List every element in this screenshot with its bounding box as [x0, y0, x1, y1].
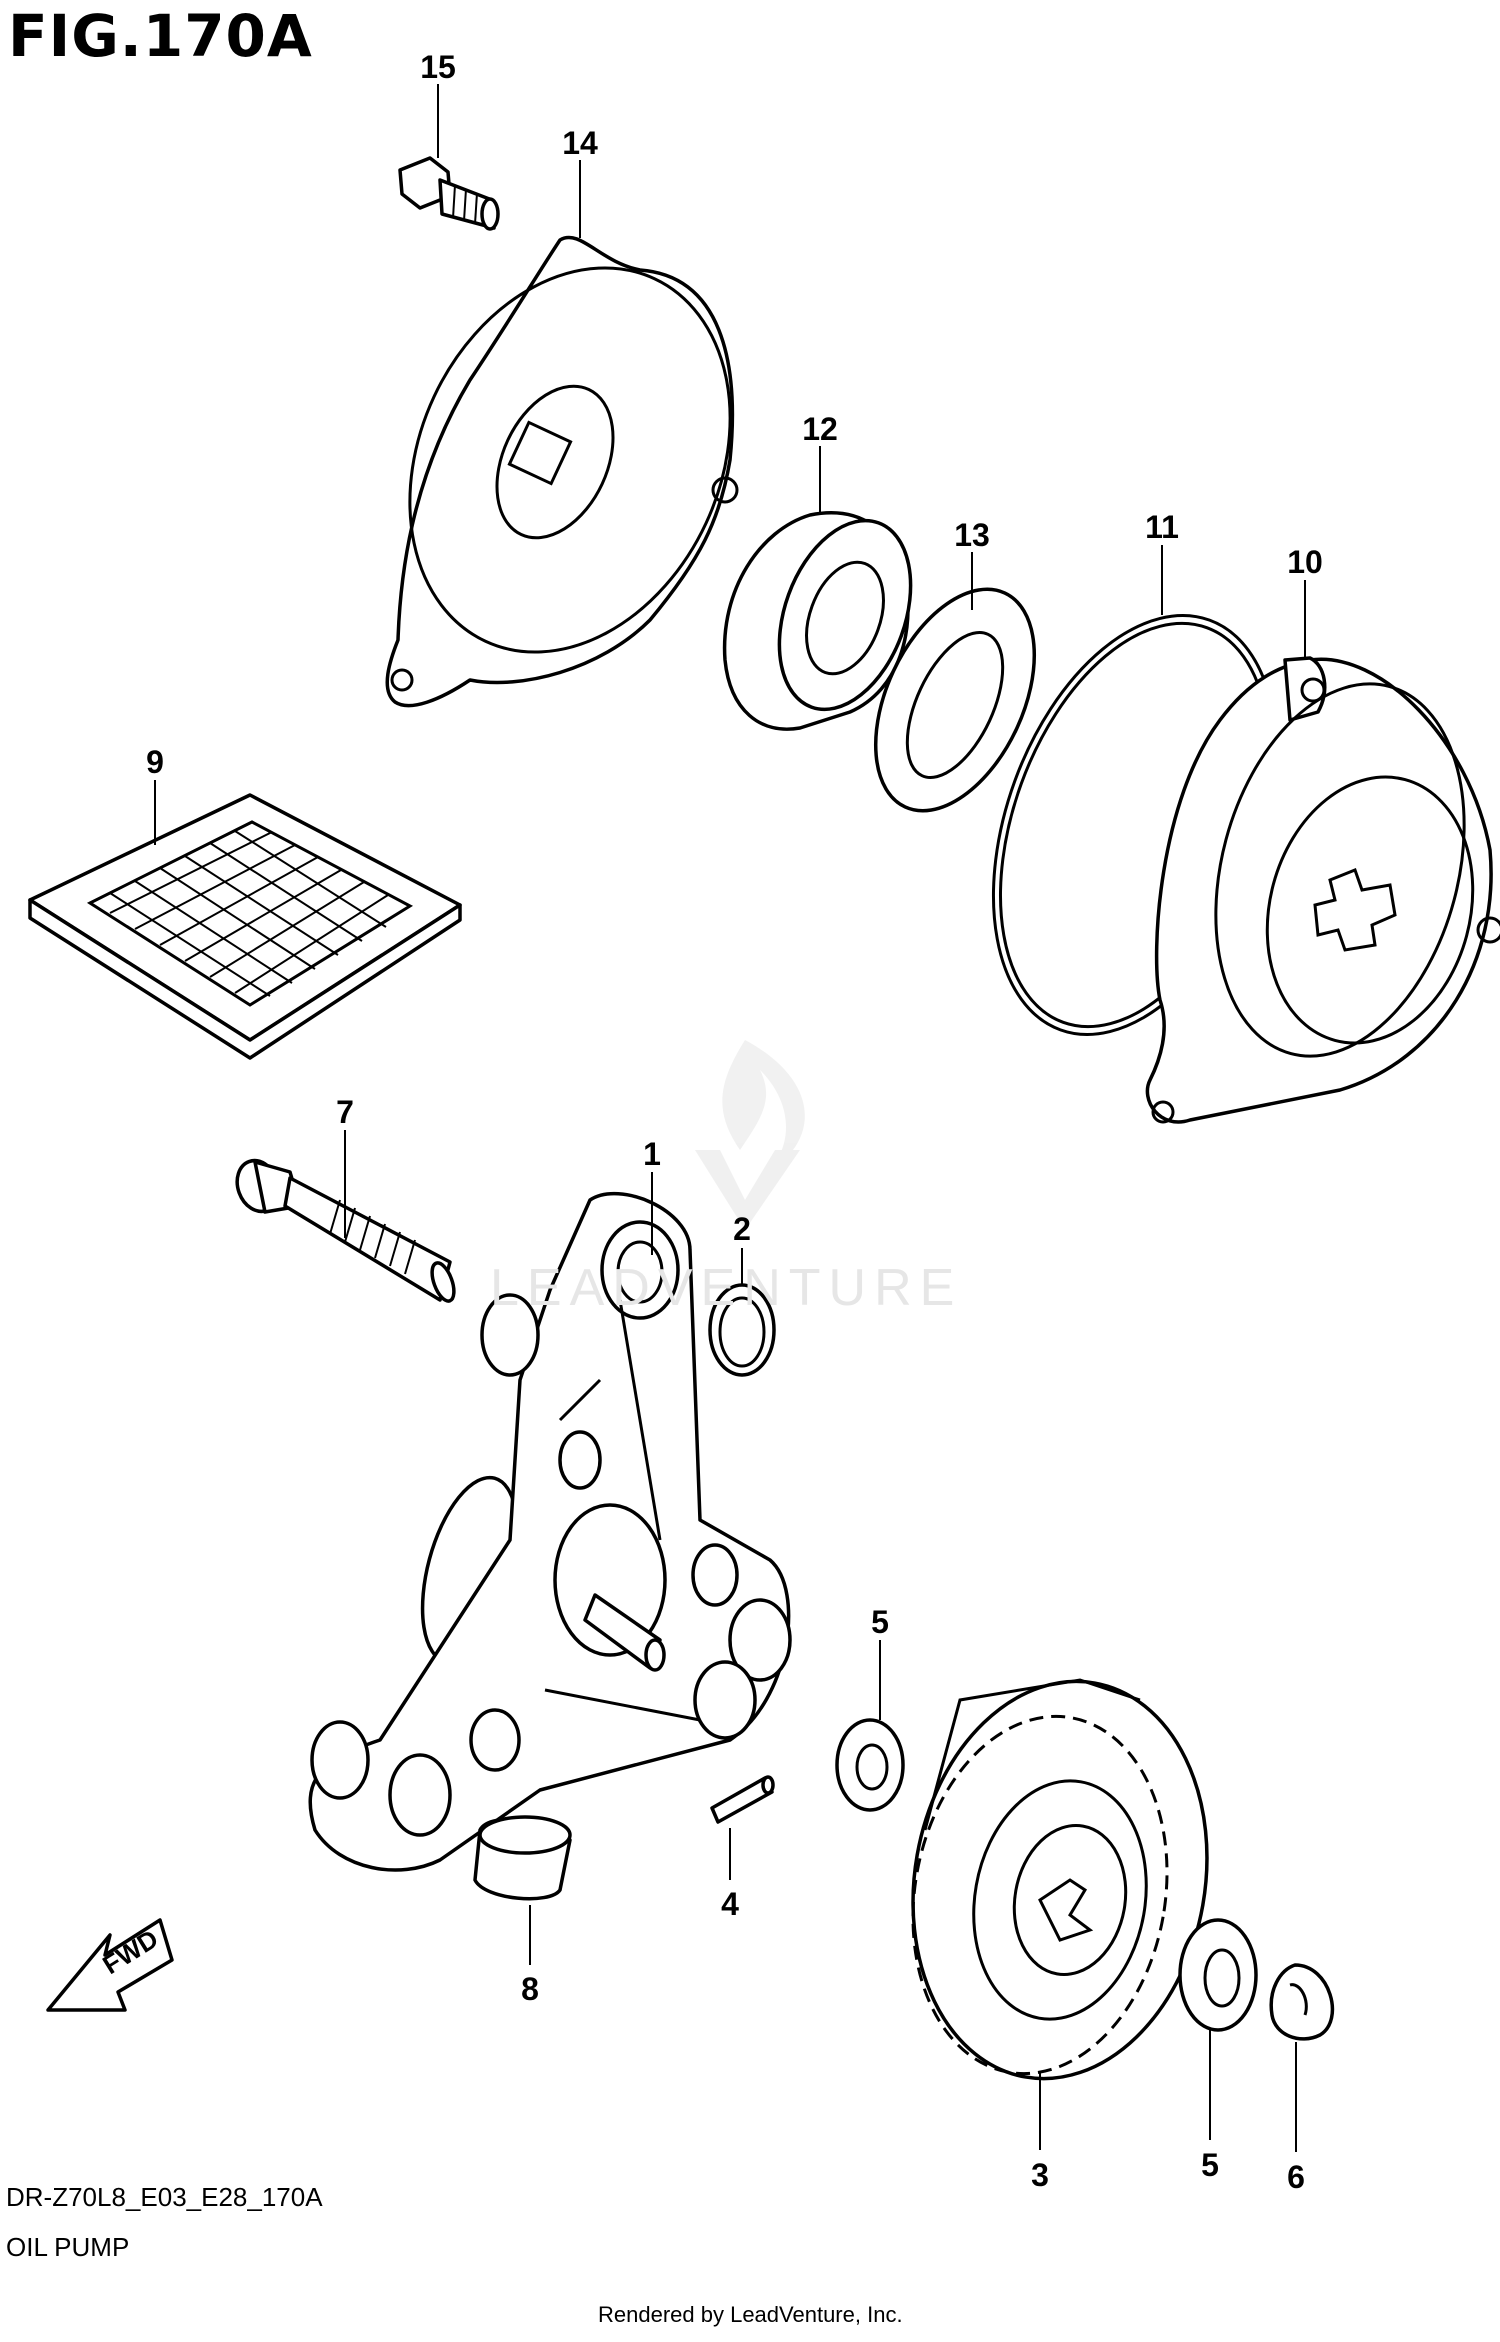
callout-1: 1: [643, 1136, 661, 1172]
part-12-oil-seal: [722, 511, 913, 731]
callout-7: 7: [336, 1094, 354, 1130]
part-4-pin: [710, 1775, 775, 1824]
part-13-washer: [873, 587, 1037, 813]
callout-3: 3: [1031, 2157, 1049, 2193]
callout-12: 12: [802, 411, 838, 447]
callout-15: 15: [420, 49, 456, 85]
part-6-e-clip: [1269, 1963, 1335, 2041]
part-9-strainer: [28, 793, 462, 1060]
callout-4: 4: [721, 1886, 739, 1922]
figure-title: FIG.170A: [8, 2, 313, 70]
model-code: DR-Z70L8_E03_E28_170A: [6, 2182, 323, 2212]
section-name: OIL PUMP: [6, 2232, 130, 2262]
part-5-washer-upper: [835, 1718, 905, 1812]
watermark-text: LEADVENTURE: [490, 1259, 963, 1317]
part-7-bolt: [235, 1158, 456, 1303]
callout-9: 9: [146, 744, 164, 780]
part-14-cover: [385, 235, 739, 708]
part-10-pump-body: [1145, 656, 1500, 1124]
rendered-by-credit: Rendered by LeadVenture, Inc.: [598, 2302, 903, 2327]
callout-6: 6: [1287, 2159, 1305, 2195]
callout-5-lower: 5: [1201, 2147, 1219, 2183]
fwd-direction-arrow: FWD: [46, 1918, 174, 2012]
callout-13: 13: [954, 517, 990, 553]
part-5-washer-lower: [1178, 1918, 1258, 2032]
callout-8: 8: [521, 1971, 539, 2007]
part-3-gear: [911, 1678, 1209, 2081]
callout-10: 10: [1287, 544, 1323, 580]
leader-lines: [154, 84, 1306, 2152]
callout-5-upper: 5: [871, 1604, 889, 1640]
callout-2: 2: [733, 1211, 751, 1247]
callout-14: 14: [562, 125, 598, 161]
part-8-dowel: [473, 1815, 572, 1901]
callout-11: 11: [1145, 509, 1179, 545]
watermark-logo: [695, 1040, 805, 1230]
part-15-bolt: [398, 156, 500, 231]
part-1-pump-assembly: [308, 1191, 792, 1872]
